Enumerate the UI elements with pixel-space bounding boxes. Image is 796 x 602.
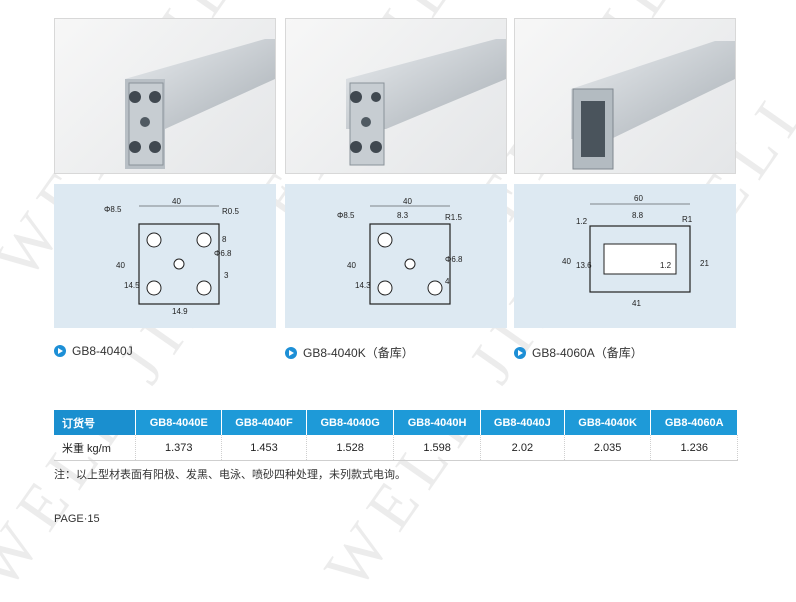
dim-height: 40 (347, 261, 356, 270)
dim-c: 14.9 (172, 307, 188, 316)
weight-cell: 1.453 (221, 435, 307, 461)
spec-table: 订货号 GB8-4040E GB8-4040F GB8-4040G GB8-40… (54, 410, 738, 461)
product-photo-4040j (54, 18, 276, 174)
product-photo-4040k (285, 18, 507, 174)
model-cell: GB8-4040E (135, 410, 223, 435)
product-photo-4060a (514, 18, 736, 174)
dim-e: 1.2 (660, 261, 672, 270)
dim-r: R0.5 (222, 207, 239, 216)
dim-hole2: Φ6.8 (445, 255, 463, 264)
weight-cell: 1.528 (306, 435, 395, 461)
dim-hole2: Φ6.8 (214, 249, 232, 258)
dim-width: 40 (172, 197, 181, 206)
dim-hole: Φ8.5 (104, 205, 122, 214)
page-number: PAGE·15 (54, 513, 100, 525)
dim-slot: 8.3 (397, 211, 409, 220)
dim-b: 14.5 (124, 281, 140, 290)
play-icon (54, 345, 66, 357)
drawing-4040k: 40 40 Φ8.5 8.3 R1.5 Φ6.8 14.3 4 (285, 184, 507, 328)
dim-a: 1.2 (576, 217, 588, 226)
model-cell: GB8-4040F (221, 410, 307, 435)
dim-d: 4 (445, 277, 450, 286)
weight-cell: 1.598 (393, 435, 481, 461)
weight-cell: 2.035 (564, 435, 652, 461)
dim-d: 41 (632, 299, 641, 308)
model-cell: GB8-4040G (306, 410, 395, 435)
header-label: 订货号 (54, 410, 137, 435)
dim-r: R1.5 (445, 213, 462, 222)
drawing-4060a: 60 40 8.8 R1 1.2 13.6 21 41 1.2 (514, 184, 736, 328)
model-cell: GB8-4040H (393, 410, 481, 435)
dim-c: 21 (700, 259, 709, 268)
caption-4040j: GB8-4040J (54, 344, 133, 358)
play-icon (514, 346, 526, 359)
table-row: 米重 kg/m 1.373 1.453 1.528 1.598 2.02 2.0… (54, 435, 738, 461)
footnote: 注：以上型材表面有阳极、发黑、电泳、喷砂四种处理，未列款式电询。 (54, 469, 406, 481)
dim-b: 13.6 (576, 261, 592, 270)
model-cell: GB8-4060A (650, 410, 738, 435)
dim-height: 40 (562, 257, 571, 266)
dim-hole: Φ8.5 (337, 211, 355, 220)
weight-cell: 1.373 (135, 435, 223, 461)
weight-cell: 2.02 (480, 435, 565, 461)
play-icon (285, 346, 297, 359)
dim-slot: 8.8 (632, 211, 644, 220)
weight-cell: 1.236 (650, 435, 738, 461)
caption-4060a: GB8-4060A（备库） (514, 344, 643, 361)
drawing-4040j: 40 40 Φ8.5 R0.5 8 Φ6.8 14.5 14.9 3 (54, 184, 276, 328)
table-header-row: 订货号 GB8-4040E GB8-4040F GB8-4040G GB8-40… (54, 410, 738, 435)
dim-a: 8 (222, 235, 227, 244)
model-cell: GB8-4040J (480, 410, 565, 435)
dim-d: 3 (224, 271, 229, 280)
dim-r: R1 (682, 215, 693, 224)
dim-width: 60 (634, 194, 643, 203)
model-cell: GB8-4040K (564, 410, 652, 435)
dim-b: 14.3 (355, 281, 371, 290)
dim-width: 40 (403, 197, 412, 206)
dim-height: 40 (116, 261, 125, 270)
row-label: 米重 kg/m (54, 435, 137, 461)
caption-4040k: GB8-4040K（备库） (285, 344, 414, 361)
